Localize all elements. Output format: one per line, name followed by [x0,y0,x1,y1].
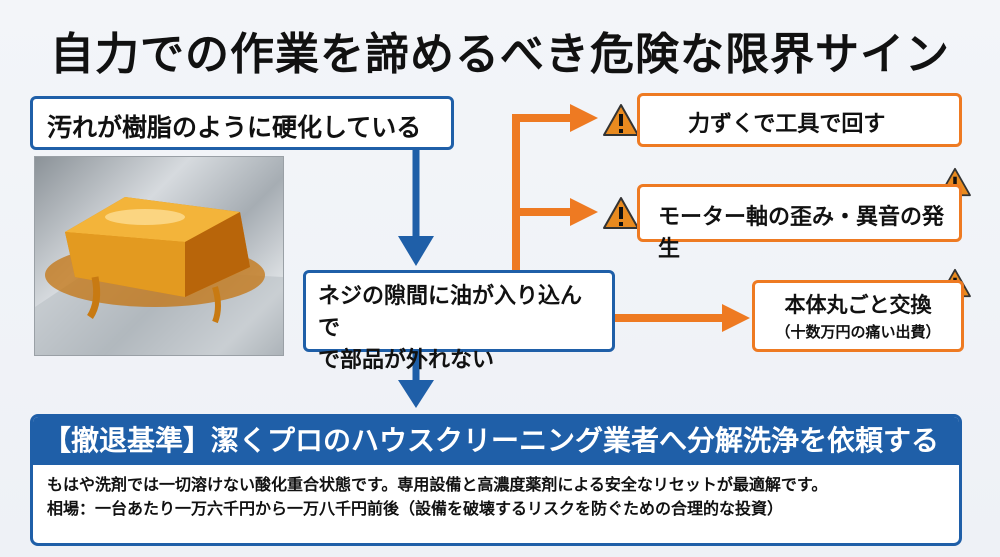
outcome-label: 本体丸ごと交換 [784,293,932,317]
symptom-text-line1: ネジの隙間に油が入り込んで [318,284,583,341]
outcome-box-force-tool: 力ずくで工具で回す [637,93,962,147]
warning-icon [603,104,639,136]
outcome-sublabel: （十数万円の痛い出費） [775,323,941,341]
outcome-box-motor-damage: モーター軸の歪み・異音の発生 [637,184,962,262]
symptom-text-line2: で部品が外れない [318,348,495,373]
symptom-box: ネジの隙間に油が入り込んで で部品が外れない [303,270,615,373]
hardened-grease-image [34,156,284,356]
page-title: 自力での作業を諦めるべき危険な限界サイン [50,29,950,80]
cause-box: 汚れが樹脂のように硬化している [30,96,454,150]
cause-text: 汚れが樹脂のように硬化している [47,113,422,142]
withdrawal-criteria-panel: 【撤退基準】潔くプロのハウスクリーニング業者へ分解洗浄を依頼する もはや洗剤では… [30,414,962,546]
outcome-label: 力ずくで工具で回す [688,112,886,137]
warning-icon [603,197,639,229]
withdrawal-text-line2: 相場：一台あたり一万六千円から一万八千円前後（設備を破壊するリスクを防ぐための合… [47,499,784,518]
withdrawal-body: もはや洗剤では一切溶けない酸化重合状態です。専用設備と高濃度薬剤による安全なリセ… [33,465,959,529]
outcome-box-replacement: 本体丸ごと交換 （十数万円の痛い出費） [752,280,964,352]
withdrawal-heading: 【撤退基準】潔くプロのハウスクリーニング業者へ分解洗浄を依頼する [33,417,959,465]
outcome-label: モーター軸の歪み・異音の発生 [658,205,945,262]
withdrawal-text-line1: もはや洗剤では一切溶けない酸化重合状態です。専用設備と高濃度薬剤による安全なリセ… [47,475,828,494]
